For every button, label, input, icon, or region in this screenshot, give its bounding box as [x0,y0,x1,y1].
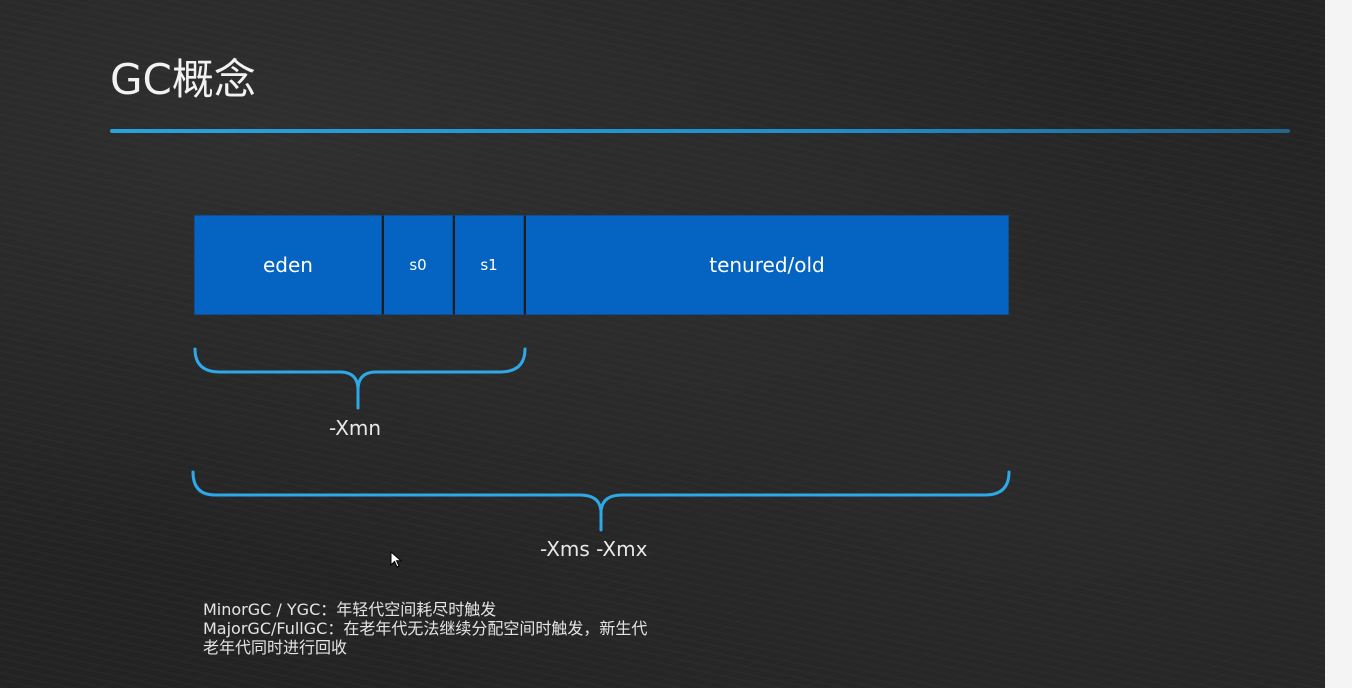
eden-region: eden [194,215,382,315]
slide-title: GC概念 [110,55,256,104]
gc-notes: MinorGC / YGC：年轻代空间耗尽时触发 MajorGC/FullGC：… [203,600,647,657]
tenured-old-region: tenured/old [524,215,1009,315]
heap-diagram: eden s0 s1 tenured/old [194,215,1009,315]
major-gc-note: MajorGC/FullGC：在老年代无法继续分配空间时触发，新生代 [203,619,648,638]
survivor-s0-region: s0 [382,215,453,315]
window-edge [1325,0,1352,688]
title-underline [110,129,1290,133]
total-heap-brace [191,470,1011,532]
xms-xmx-label: -Xms -Xmx [540,537,648,561]
survivor-s1-region: s1 [453,215,524,315]
young-generation-brace [193,347,527,410]
xmn-label: -Xmn [329,416,382,440]
arrow-cursor-icon [390,551,402,568]
minor-gc-note: MinorGC / YGC：年轻代空间耗尽时触发 [203,600,497,619]
major-gc-note-continued: 老年代同时进行回收 [203,638,348,657]
